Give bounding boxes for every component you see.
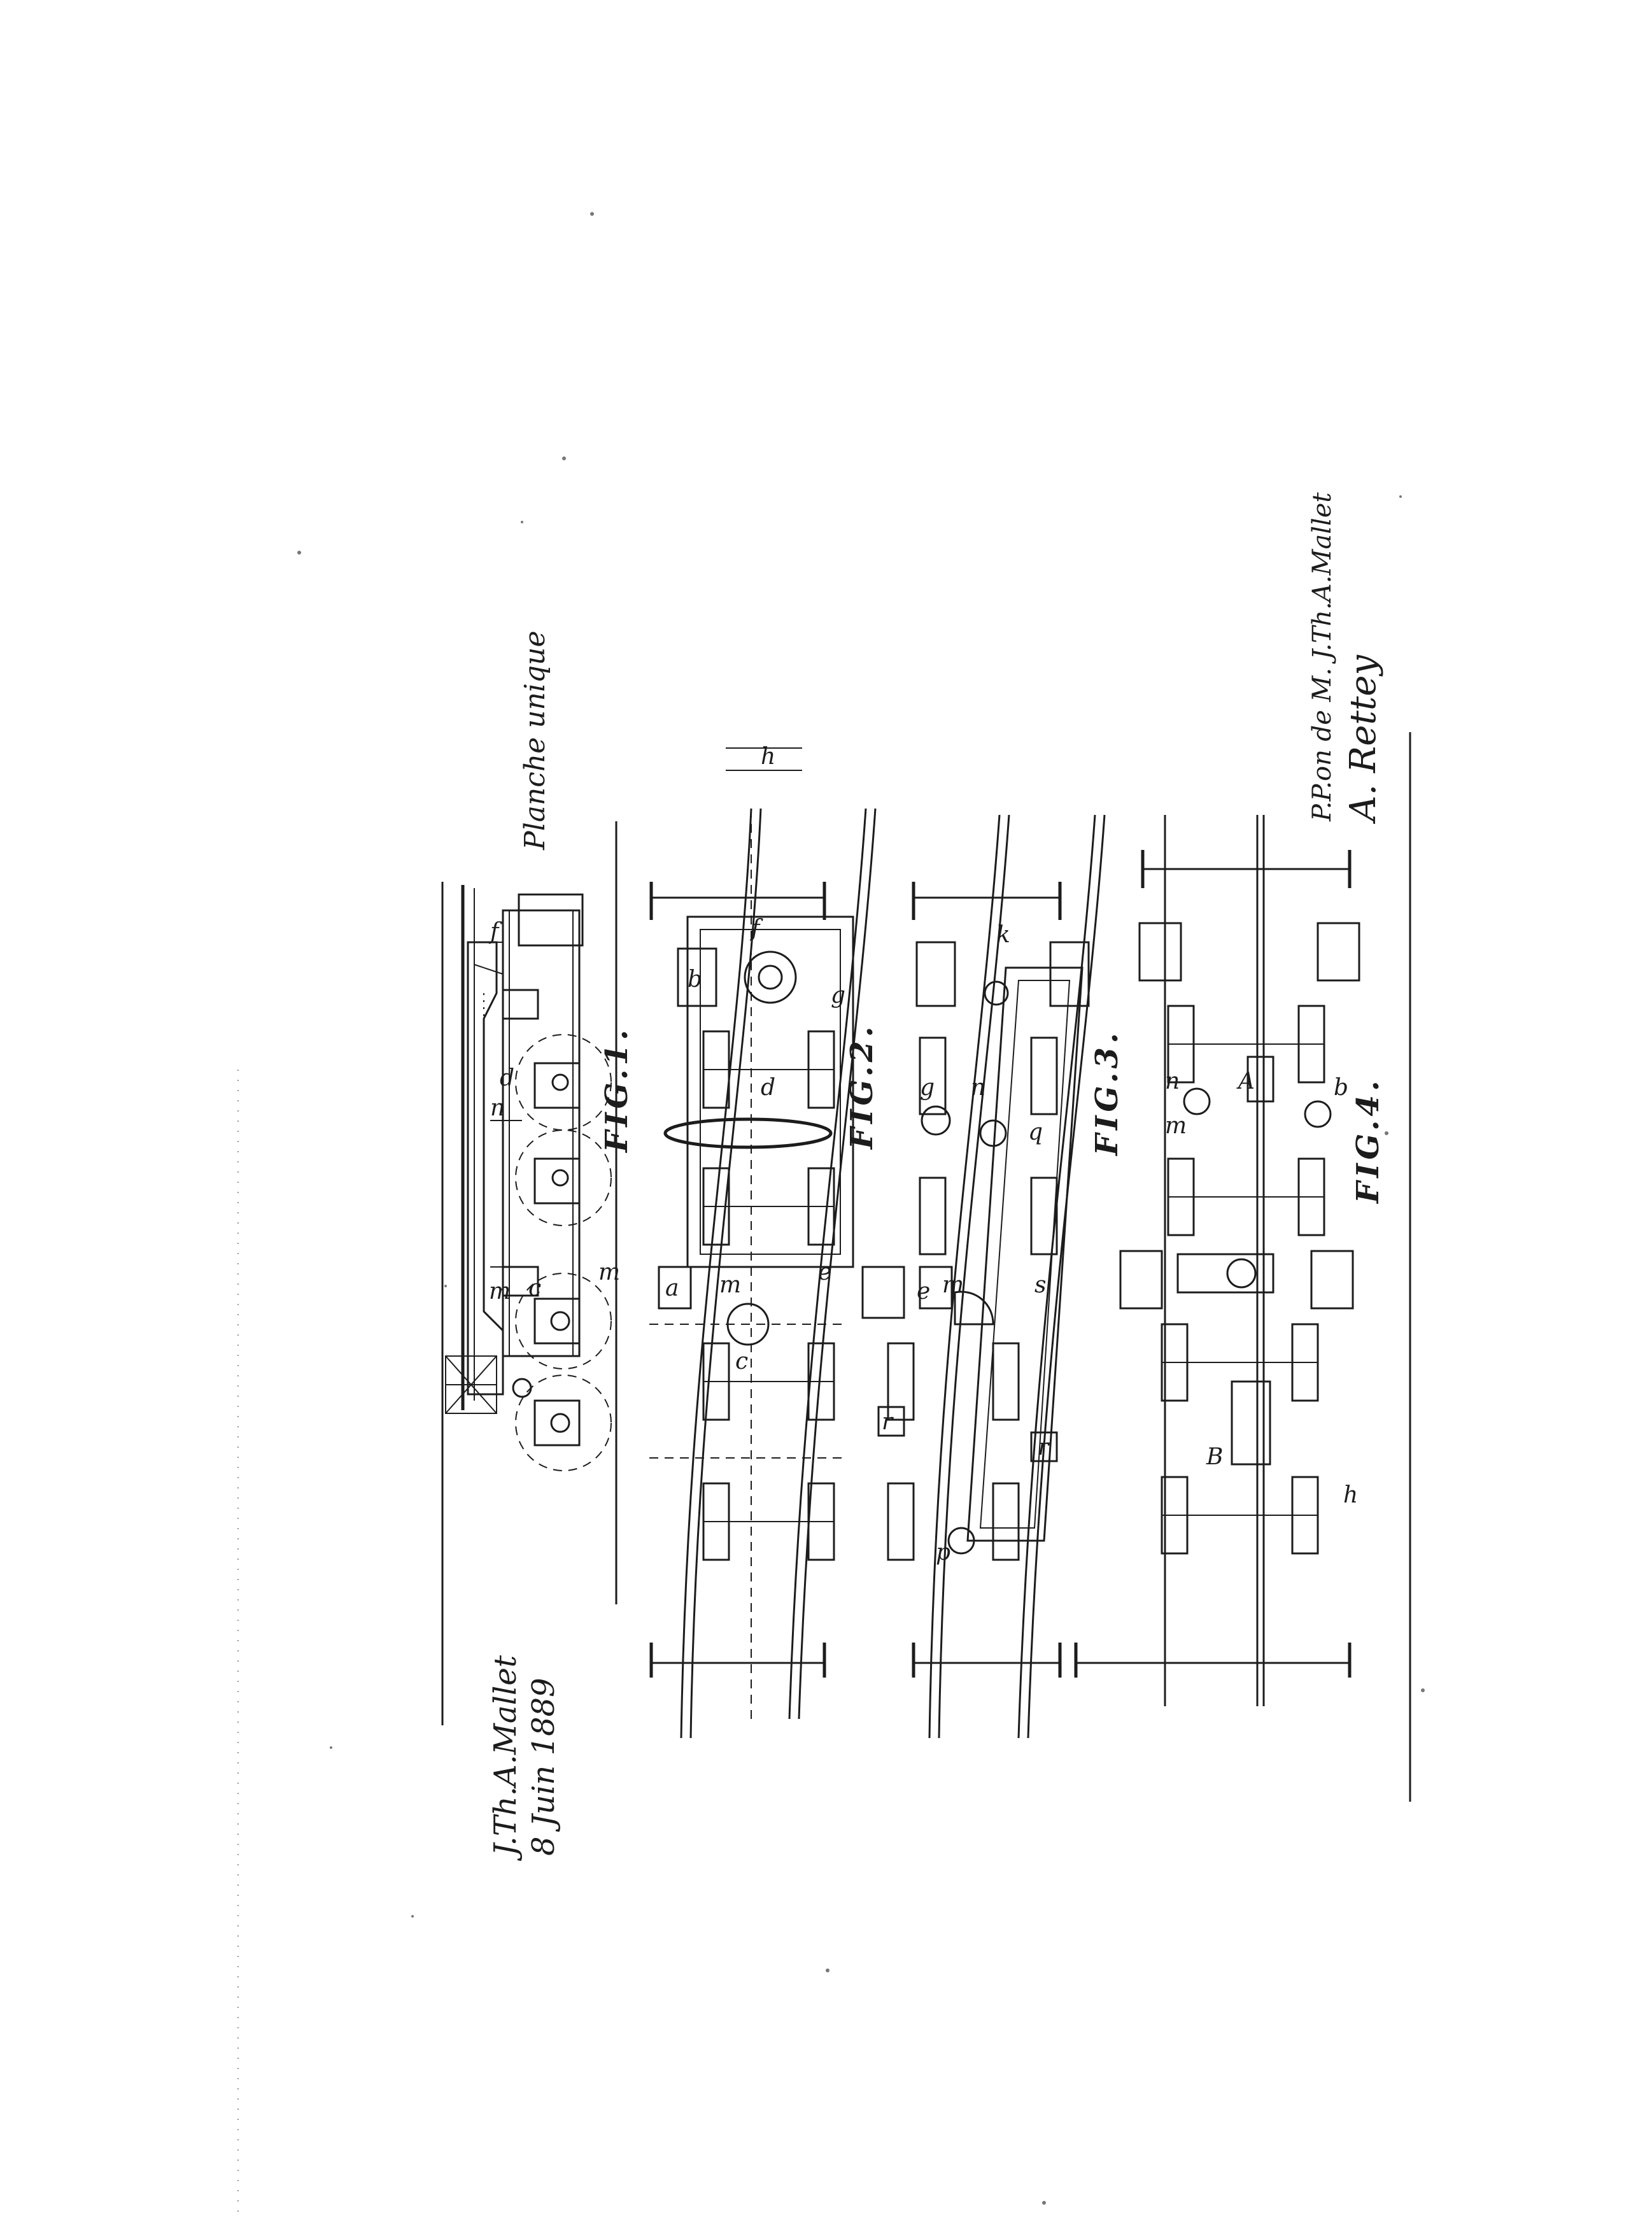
letter-m: m bbox=[489, 1278, 511, 1304]
letter-k: k bbox=[996, 922, 1010, 948]
plate-title: Planche unique bbox=[519, 630, 551, 851]
fig4-label: FIG.4. bbox=[1350, 1077, 1386, 1205]
inventor-signature: J.Th.A.Mallet bbox=[488, 1655, 523, 1862]
letter-p: p bbox=[936, 1539, 950, 1566]
scan-specks bbox=[238, 212, 1425, 2216]
attorney-signature: A. Rettey bbox=[1343, 654, 1384, 824]
letter-B: B bbox=[1206, 1444, 1223, 1470]
fig1-plan-view: b f d a c m e bbox=[599, 744, 875, 1738]
drawing-plate: n d m m c f b bbox=[442, 492, 1410, 1862]
letter-d: d bbox=[500, 1065, 514, 1091]
fig2-label: FIG.2. bbox=[844, 1022, 880, 1150]
letter-e: e bbox=[917, 1278, 930, 1304]
letter-m: m bbox=[598, 1259, 620, 1285]
letter-q: q bbox=[1028, 1119, 1043, 1145]
fig3-fig4-plan-view: A n m b B h FIG.3. FIG.4. bbox=[1076, 815, 1386, 1706]
attorney-line: P.P.on de M. J.Th.A.Mallet bbox=[1308, 492, 1337, 822]
letter-g: g bbox=[831, 982, 845, 1008]
letter-m: m bbox=[942, 1272, 964, 1298]
letter-r: r bbox=[1038, 1434, 1050, 1460]
fig2-plan-view: g n q k m e r r p s FIG.2. bbox=[844, 815, 1105, 1738]
letter-r: r bbox=[882, 1409, 894, 1435]
fig3-label: FIG.3. bbox=[1089, 1029, 1125, 1157]
letter-f: f bbox=[488, 919, 502, 945]
side-elevation-view: n d m m c f bbox=[446, 885, 620, 1471]
letter-h: h bbox=[761, 744, 775, 770]
letter-n: n bbox=[971, 1075, 985, 1101]
letter-c: c bbox=[528, 1275, 541, 1301]
letter-A: A bbox=[1236, 1068, 1255, 1094]
letter-n: n bbox=[1165, 1068, 1180, 1094]
letter-g: g bbox=[920, 1075, 935, 1101]
letter-n: n bbox=[490, 1095, 505, 1121]
signature-date: 8 Juin 1889 bbox=[526, 1678, 561, 1856]
letter-e: e bbox=[818, 1259, 831, 1285]
fig1-label: FIG.1. bbox=[599, 1026, 635, 1154]
letter-b: b bbox=[1334, 1075, 1348, 1101]
letter-b: b bbox=[688, 966, 702, 993]
letter-a: a bbox=[665, 1275, 679, 1301]
letter-s: s bbox=[1034, 1272, 1046, 1298]
letter-h: h bbox=[1343, 1482, 1358, 1508]
letter-m: m bbox=[1165, 1113, 1187, 1139]
letter-c: c bbox=[735, 1348, 748, 1375]
letter-d: d bbox=[761, 1075, 775, 1101]
letter-m: m bbox=[719, 1272, 741, 1298]
